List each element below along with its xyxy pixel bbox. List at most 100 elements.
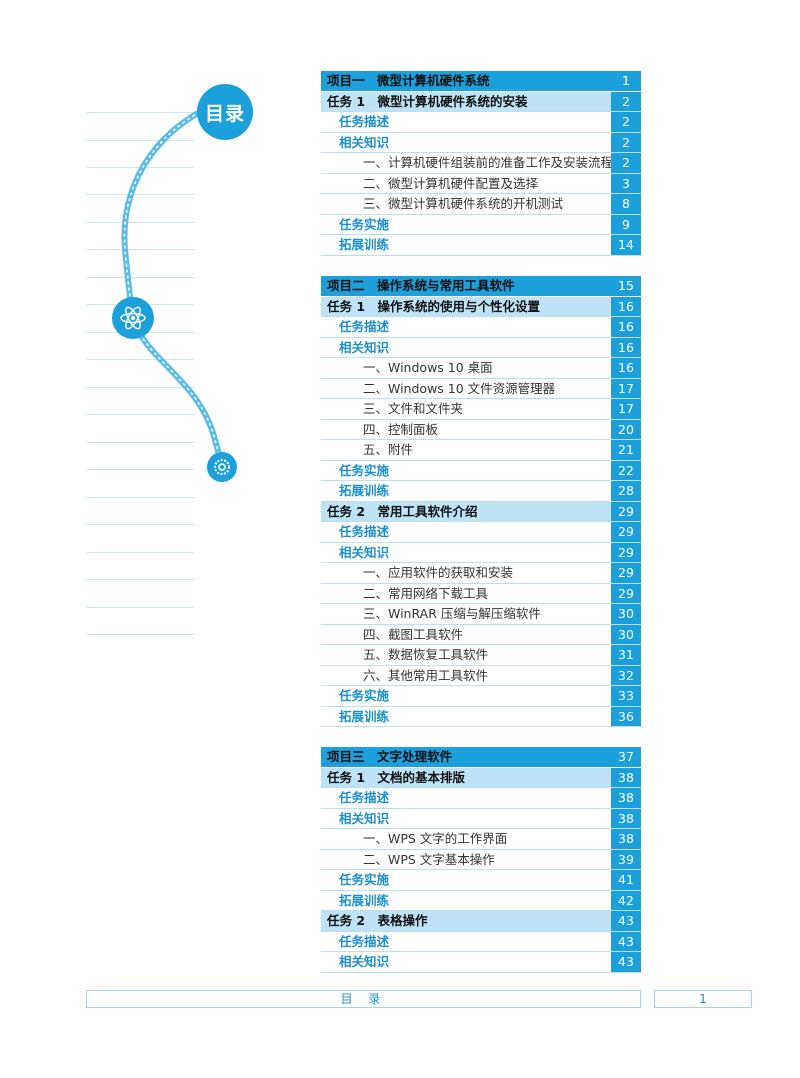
- toc-entry-sec[interactable]: 拓展训练 42: [321, 890, 641, 911]
- ruled-line: [86, 387, 195, 388]
- gear-icon: [207, 452, 237, 482]
- toc-entry-title: 三、文件和文件夹: [363, 401, 464, 416]
- toc-entry-page: 37: [611, 747, 641, 767]
- toc-entry-page: 2: [611, 91, 641, 111]
- toc-entry-title: 任务 1 操作系统的使用与个性化设置: [327, 298, 541, 314]
- toc-entry-page: 41: [611, 870, 641, 890]
- ruled-line: [86, 579, 195, 580]
- toc-entry-task[interactable]: 任务 2 表格操作 43: [321, 911, 641, 932]
- toc-entry-title: 项目一 微型计算机硬件系统: [327, 73, 490, 88]
- toc-entry-page: 43: [611, 911, 641, 931]
- toc-entry-page: 20: [611, 419, 641, 439]
- toc-entry-title: 二、微型计算机硬件配置及选择: [363, 175, 539, 191]
- toc-entry-title: 相关知识: [339, 954, 390, 969]
- toc-entry-title: 任务 2 表格操作: [327, 913, 428, 928]
- toc-entry-title: 拓展训练: [339, 892, 390, 908]
- toc-entry-page: 43: [611, 952, 641, 972]
- ruled-line: [86, 222, 195, 223]
- toc-entry-title: 四、控制面板: [363, 421, 439, 437]
- toc-entry-title: 任务描述: [339, 524, 390, 539]
- toc-entry-sec[interactable]: 相关知识 43: [321, 952, 641, 973]
- toc-entry-page: 16: [611, 296, 641, 316]
- toc-entry-title: 项目二 操作系统与常用工具软件: [327, 278, 515, 293]
- toc-entry-sec[interactable]: 任务实施 41: [321, 870, 641, 891]
- toc-entry-page: 22: [611, 460, 641, 480]
- toc-entry-page: 38: [611, 808, 641, 828]
- toc-entry-page: 31: [611, 645, 641, 665]
- toc-entry-title: 二、Windows 10 文件资源管理器: [363, 380, 556, 396]
- atom-icon: [112, 297, 154, 339]
- toc-entry-title: 二、常用网络下载工具: [363, 585, 489, 601]
- ruled-line: [86, 140, 195, 141]
- toc-entry-page: 16: [611, 317, 641, 337]
- toc-entry-page: 38: [611, 767, 641, 787]
- ruled-line: [86, 497, 195, 498]
- toc-entry-title: 任务描述: [339, 790, 390, 805]
- toc-entry-item[interactable]: 五、数据恢复工具软件 31: [321, 645, 641, 666]
- toc-entry-title: 任务描述: [339, 114, 390, 129]
- page-number: 1: [654, 990, 752, 1008]
- toc-entry-proj[interactable]: 项目二 操作系统与常用工具软件 15: [321, 276, 641, 297]
- toc-entry-title: 相关知识: [339, 810, 390, 826]
- toc-entry-page: 28: [611, 481, 641, 501]
- toc-entry-title: 任务描述: [339, 933, 390, 949]
- curve-path: [121, 109, 225, 466]
- toc-decoration: 目录: [0, 0, 300, 700]
- ruled-line: [86, 524, 195, 525]
- toc-entry-page: 42: [611, 890, 641, 910]
- toc-entry-item[interactable]: 一、应用软件的获取和安装 29: [321, 563, 641, 584]
- toc-entry-page: 29: [611, 563, 641, 583]
- toc-entry-page: 29: [611, 522, 641, 542]
- toc-entry-task[interactable]: 任务 1 操作系统的使用与个性化设置 16: [321, 296, 641, 317]
- toc-entry-page: 9: [611, 214, 641, 234]
- toc-entry-title: 任务实施: [339, 872, 390, 887]
- toc-entry-page: 16: [611, 358, 641, 378]
- toc-entry-sec[interactable]: 任务描述 29: [321, 522, 641, 543]
- toc-entry-title: 五、数据恢复工具软件: [363, 647, 489, 662]
- ruled-line: [86, 277, 195, 278]
- toc-entry-sec[interactable]: 相关知识 38: [321, 808, 641, 829]
- toc-entry-title: 三、微型计算机硬件系统的开机测试: [363, 196, 564, 211]
- footer-title: 目 录: [86, 990, 641, 1008]
- toc-entry-page: 36: [611, 706, 641, 726]
- toc-entry-title: 一、应用软件的获取和安装: [363, 565, 514, 580]
- toc-entry-page: 39: [611, 849, 641, 869]
- ruled-line: [86, 634, 195, 635]
- ruled-line: [86, 442, 195, 443]
- toc-entry-page: 15: [611, 276, 641, 296]
- toc-entry-item[interactable]: 四、控制面板 20: [321, 419, 641, 440]
